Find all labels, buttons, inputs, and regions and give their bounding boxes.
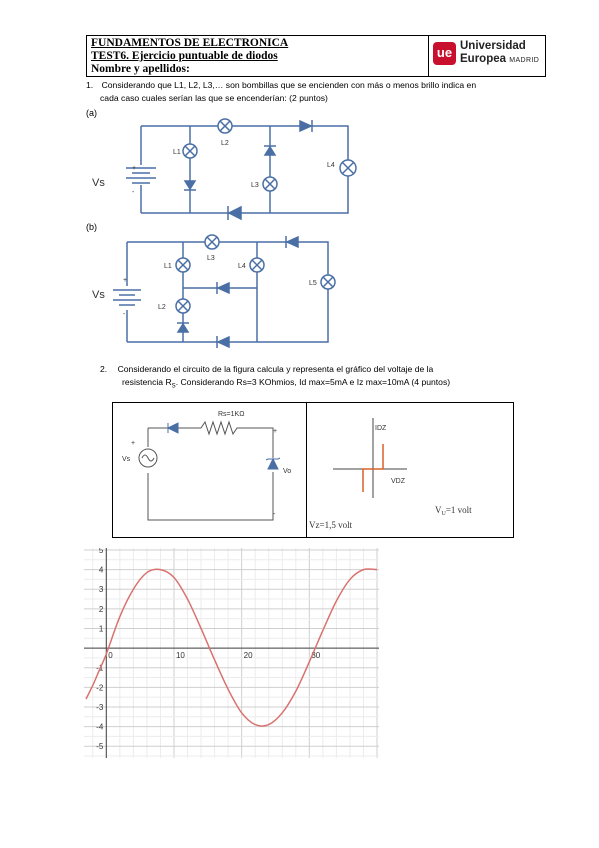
vu-note: VU=1 volt bbox=[435, 505, 472, 517]
svg-text:-: - bbox=[132, 189, 135, 196]
q2-number: 2. bbox=[100, 364, 108, 374]
svg-text:Vs: Vs bbox=[92, 177, 105, 189]
svg-text:+: + bbox=[123, 277, 127, 284]
lamp-l4-icon bbox=[249, 257, 265, 273]
lamp-l3-icon bbox=[204, 234, 220, 250]
label-a: (a) bbox=[86, 108, 97, 118]
lamp-l2-icon bbox=[217, 118, 233, 134]
battery-icon bbox=[113, 289, 141, 306]
svg-text:L5: L5 bbox=[309, 280, 317, 287]
diode-icon bbox=[263, 145, 277, 156]
lamp-l2-icon bbox=[175, 298, 191, 314]
diode-icon bbox=[227, 205, 242, 221]
svg-text:+: + bbox=[132, 165, 136, 172]
svg-text:+: + bbox=[273, 428, 277, 435]
x-tick-label: 10 bbox=[176, 651, 185, 660]
svg-text:Vz=1,5 volt: Vz=1,5 volt bbox=[309, 520, 353, 530]
label-b: (b) bbox=[86, 222, 97, 232]
svg-text:L3: L3 bbox=[251, 182, 259, 189]
question-1: 1. Considerando que L1, L2, L3,… son bom… bbox=[86, 79, 546, 92]
svg-text:IDZ: IDZ bbox=[375, 425, 387, 432]
q2-circuit: Rs=1KΩ Vs + + - Vo bbox=[122, 411, 291, 521]
course-title: FUNDAMENTOS DE ELECTRONICA bbox=[91, 37, 289, 49]
q2-text-line1: Considerando el circuito de la figura ca… bbox=[117, 364, 434, 374]
diode-icon bbox=[183, 180, 197, 191]
svg-text:Vs: Vs bbox=[122, 456, 131, 463]
y-tick-label: -2 bbox=[96, 683, 104, 692]
y-tick-label: -5 bbox=[96, 742, 104, 751]
circuit-a: Vs + - L1 L2 L3 L4 bbox=[92, 118, 357, 221]
university-logo: ue Universidad Europea MADRID bbox=[433, 39, 543, 73]
ac-source-icon bbox=[138, 448, 158, 468]
svg-text:Vo: Vo bbox=[283, 468, 291, 475]
y-tick-label: 2 bbox=[99, 605, 104, 614]
diode-icon bbox=[176, 322, 190, 333]
y-tick-label: 3 bbox=[99, 585, 104, 594]
x-tick-label: 0 bbox=[108, 651, 113, 660]
svg-text:L3: L3 bbox=[207, 255, 215, 262]
header-box: FUNDAMENTOS DE ELECTRONICA TEST6. Ejerci… bbox=[86, 35, 546, 77]
y-tick-label: 5 bbox=[99, 548, 104, 555]
y-tick-label: -3 bbox=[96, 703, 104, 712]
diode-icon bbox=[285, 235, 299, 249]
lamp-l1-icon bbox=[175, 257, 191, 273]
svg-text:Vs: Vs bbox=[92, 289, 105, 301]
q2-text-line2: resistencia RS. Considerando Rs=3 KOhmio… bbox=[122, 377, 451, 390]
zener-characteristic: IDZ VDZ Vz=1,5 volt VU=1 volt bbox=[309, 418, 472, 530]
lamp-l3-icon bbox=[262, 176, 278, 192]
chart-grid bbox=[84, 548, 379, 758]
diode-icon bbox=[216, 281, 230, 295]
logo-mark: ue bbox=[433, 42, 456, 65]
lamp-l1-icon bbox=[182, 143, 198, 159]
svg-text:L2: L2 bbox=[221, 140, 229, 147]
test-title: TEST6. Ejercicio puntuable de diodos bbox=[91, 50, 278, 62]
svg-text:L1: L1 bbox=[173, 149, 181, 156]
x-tick-label: 30 bbox=[311, 651, 320, 660]
diode-icon bbox=[166, 422, 179, 434]
svg-text:+: + bbox=[131, 440, 135, 447]
diode-icon bbox=[299, 119, 313, 133]
lamp-l4-icon bbox=[339, 159, 357, 177]
series-line bbox=[85, 568, 378, 727]
q2-figure-box: Rs=1KΩ Vs + + - Vo IDZ VDZ Vz=1,5 volt V… bbox=[112, 402, 514, 538]
q1-number: 1. bbox=[86, 80, 94, 90]
svg-text:Rs=1KΩ: Rs=1KΩ bbox=[218, 411, 244, 418]
svg-text:VDZ: VDZ bbox=[391, 478, 406, 485]
x-tick-label: 20 bbox=[244, 651, 253, 660]
q1-text-line1: Considerando que L1, L2, L3,… son bombil… bbox=[101, 80, 477, 90]
resistor-icon bbox=[200, 420, 241, 436]
q1-text-line2: cada caso cuales serían las que se encen… bbox=[100, 93, 328, 103]
svg-text:L4: L4 bbox=[238, 263, 246, 270]
svg-text:-: - bbox=[273, 511, 276, 518]
battery-icon bbox=[126, 167, 156, 184]
svg-text:-: - bbox=[123, 311, 126, 318]
y-tick-label: 4 bbox=[99, 566, 104, 575]
lamp-l5-icon bbox=[320, 274, 336, 290]
logo-line1: Universidad bbox=[460, 40, 526, 52]
svg-text:L4: L4 bbox=[327, 162, 335, 169]
circuit-b: Vs + - L1 L2 L3 L4 L5 bbox=[92, 234, 336, 348]
name-field-label: Nombre y apellidos: bbox=[91, 63, 190, 75]
header-title-cell: FUNDAMENTOS DE ELECTRONICA TEST6. Ejerci… bbox=[87, 36, 429, 76]
zener-diode-icon bbox=[265, 457, 281, 470]
diode-icon bbox=[216, 335, 230, 348]
y-tick-label: -4 bbox=[96, 723, 104, 732]
logo-line2: Europea MADRID bbox=[460, 53, 540, 65]
svg-text:L2: L2 bbox=[158, 304, 166, 311]
question-2: 2. Considerando el circuito de la figura… bbox=[100, 363, 520, 376]
y-tick-label: 1 bbox=[99, 624, 104, 633]
svg-text:L1: L1 bbox=[164, 263, 172, 270]
